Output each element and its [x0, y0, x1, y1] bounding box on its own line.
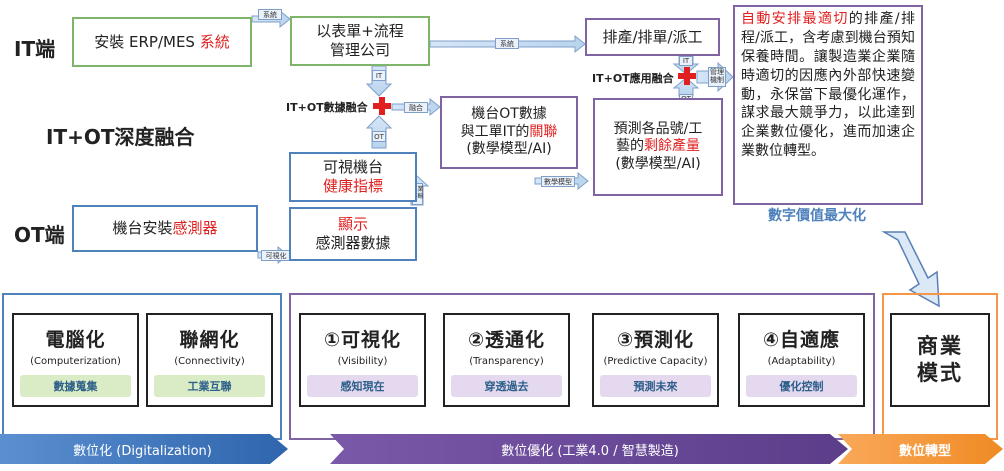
stage-card-title: ④自適應	[762, 329, 841, 351]
display-box: 顯示 感測器數據	[289, 207, 417, 261]
row-label-ot: OT端	[14, 223, 65, 247]
stage-card-subtitle: (Computerization)	[30, 356, 121, 367]
banner-optimization: 數位優化 (工業4.0 / 智慧製造)	[501, 443, 679, 459]
row-label-it: IT端	[14, 37, 56, 61]
machine-join-line2: 與工單IT的	[460, 123, 530, 140]
stage-card: ①可視化 (Visibility) 感知現在	[299, 313, 426, 407]
stage-card-subtitle: (Transparency)	[469, 356, 544, 367]
display-line1-red: 顯示	[337, 215, 368, 234]
tag-system-1: 系統	[258, 9, 282, 20]
value-caption: 數字價值最大化	[768, 208, 866, 224]
stage-card-pill: 預測未來	[600, 375, 711, 397]
business-model-box: 商業 模式	[890, 313, 990, 407]
visual-line2-red: 健康指標	[322, 177, 383, 195]
stage-card-pill: 穿透過去	[451, 375, 562, 397]
banner-transformation: 數位轉型	[898, 443, 951, 459]
erp-text: 安裝 ERP/MES	[94, 32, 200, 51]
sensor-text: 機台安裝	[112, 219, 173, 238]
sensor-text-red: 感測器	[172, 219, 218, 238]
stage-card-pill: 優化控制	[746, 375, 857, 397]
erp-mes-box: 安裝 ERP/MES 系統	[72, 17, 252, 67]
value-text-body: 的排產/排程/派工，含考慮到機台預知保養時間。讓製造業企業隨時適切的因應內外部快…	[741, 11, 916, 160]
machine-join-line3: (數學模型/AI)	[466, 141, 552, 158]
predict-line1: 預測各品號/工	[613, 120, 703, 137]
predict-line2-red: 剩餘產量	[644, 138, 700, 155]
banner-digitalization: 數位化 (Digitalization)	[73, 443, 212, 459]
stage-card-subtitle: (Predictive Capacity)	[603, 356, 708, 367]
stage-card-title: ①可視化	[323, 329, 402, 351]
row-label-itot: IT+OT深度融合	[46, 125, 195, 149]
tag-management: 管理 機制	[708, 67, 726, 87]
machine-join-box: 機台OT數據 與工單IT的關聯 (數學模型/AI)	[440, 96, 578, 169]
stage-card-pill: 工業互聯	[154, 375, 265, 397]
stage-card-title: ②透通化	[467, 329, 546, 351]
erp-text-red: 系統	[199, 32, 230, 51]
visual-line1: 可視機台	[322, 158, 383, 177]
predict-box: 預測各品號/工 藝的剩餘產量 (數學模型/AI)	[593, 98, 723, 196]
stage-card-pill: 數據蒐集	[20, 375, 131, 397]
schedule-box: 排產/排單/派工	[585, 18, 720, 56]
banner-arrows	[0, 434, 1003, 464]
predict-line2: 藝的	[616, 138, 644, 155]
stage-card: 聯網化 (Connectivity) 工業互聯	[146, 313, 273, 407]
stage-card: ③預測化 (Predictive Capacity) 預測未來	[592, 313, 719, 407]
stage-card-subtitle: (Visibility)	[337, 356, 388, 367]
stage-card-title: ③預測化	[616, 329, 695, 351]
stage-card-title: 電腦化	[45, 329, 106, 351]
predict-line3: (數學模型/AI)	[615, 155, 701, 172]
tag-it-1: IT	[372, 70, 386, 81]
tag-it-2: IT	[679, 56, 693, 66]
sensor-box: 機台安裝感測器	[72, 205, 258, 252]
stage-card-subtitle: (Adaptability)	[767, 356, 836, 367]
tag-math-model: 數學模型	[541, 176, 575, 187]
itot-data-fusion-label: IT+OT數據融合	[286, 101, 368, 114]
tag-system-2: 系統	[495, 38, 519, 49]
stage-card: ②透通化 (Transparency) 穿透過去	[443, 313, 570, 407]
value-text-box: 自動安排最適切的排產/排程/派工，含考慮到機台預知保養時間。讓製造業企業隨時適切…	[733, 5, 923, 205]
form-company-box: 以表單+流程 管理公司	[290, 16, 430, 66]
visual-box: 可視機台 健康指標	[289, 152, 417, 202]
tag-visualize: 可視化	[261, 250, 291, 261]
tag-ot-1: OT	[372, 131, 386, 142]
machine-join-line1: 機台OT數據	[471, 106, 547, 123]
itot-app-fusion-label: IT+OT應用融合	[592, 72, 674, 85]
stage-card-subtitle: (Connectivity)	[174, 356, 245, 367]
stage-card-title: 聯網化	[179, 329, 240, 351]
display-line2: 感測器數據	[315, 234, 391, 252]
stage-card-pill: 感知現在	[307, 375, 418, 397]
stage-card: ④自適應 (Adaptability) 優化控制	[738, 313, 865, 407]
stage-card: 電腦化 (Computerization) 數據蒐集	[12, 313, 139, 407]
tag-fuse: 融合	[404, 102, 428, 113]
value-text-red: 自動安排最適切	[741, 11, 849, 27]
machine-join-line2-red: 關聯	[529, 123, 558, 140]
